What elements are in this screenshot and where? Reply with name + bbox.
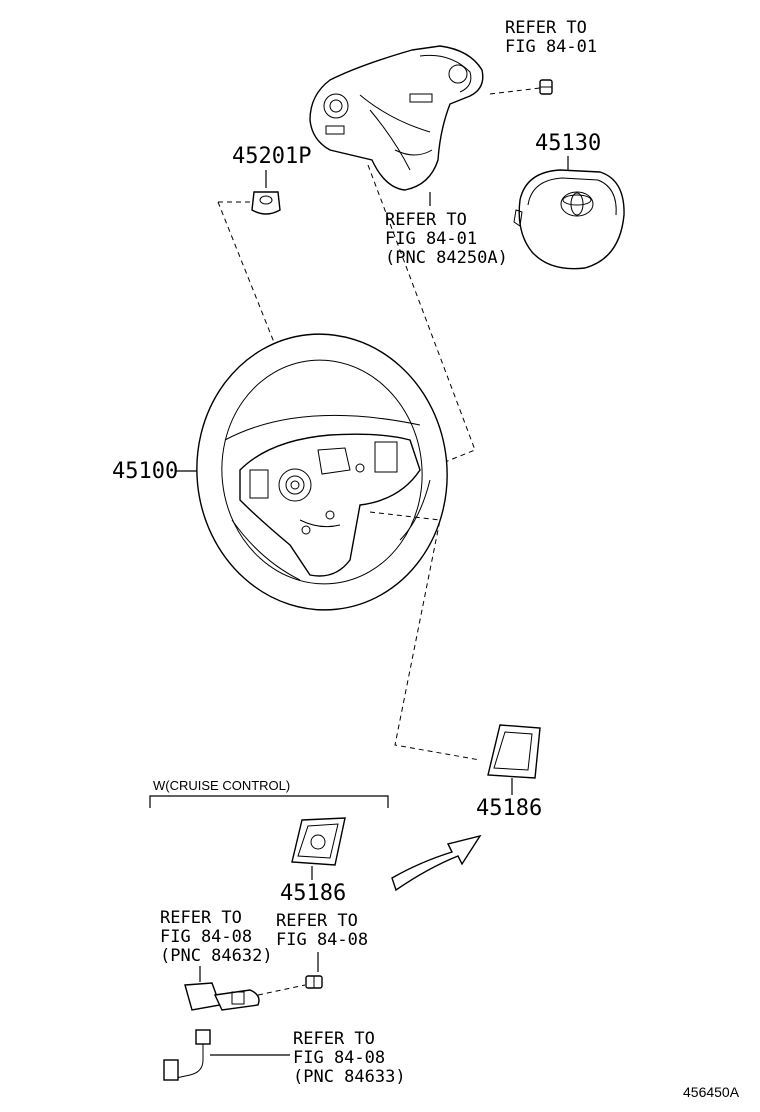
refer-cruise-left-line2: FIG 84-08	[160, 927, 252, 947]
cruise-cover-45186-illustration	[291, 817, 346, 866]
part-number-45100: 45100	[112, 459, 178, 484]
refer-top-right-line1: REFER TO	[505, 18, 587, 38]
arrow-icon	[391, 834, 482, 892]
lower-cover-45186-illustration	[487, 724, 541, 779]
refer-cable-line2: FIG 84-08	[293, 1048, 385, 1068]
screw-cruise-illustration	[305, 975, 323, 989]
horn-pad-airbag-illustration	[513, 169, 625, 270]
cruise-control-group-label: W(CRUISE CONTROL)	[153, 778, 290, 793]
refer-cruise-left-line1: REFER TO	[160, 908, 242, 928]
part-number-45201p: 45201P	[232, 144, 311, 169]
refer-cable-line3: (PNC 84633)	[293, 1067, 406, 1087]
part-number-45130: 45130	[535, 131, 601, 156]
refer-switch-cover-line3: (PNC 84250A)	[385, 248, 508, 268]
nut-45201p-illustration	[251, 191, 281, 215]
refer-switch-cover-line2: FIG 84-01	[385, 229, 477, 249]
refer-cable-line1: REFER TO	[293, 1029, 375, 1049]
part-number-45186-main: 45186	[476, 796, 542, 821]
refer-cruise-right-line2: FIG 84-08	[276, 930, 368, 950]
diagram-code: 456450A	[683, 1084, 740, 1100]
spiral-cable-illustration	[163, 1029, 211, 1081]
screw-top-illustration	[539, 79, 553, 95]
steering-wheel-illustration	[196, 333, 448, 611]
refer-cruise-right-line1: REFER TO	[276, 911, 358, 931]
part-number-45186-cruise: 45186	[280, 881, 346, 906]
cruise-switch-illustration	[184, 982, 260, 1011]
refer-cruise-left-line3: (PNC 84632)	[160, 946, 273, 966]
refer-switch-cover-line1: REFER TO	[385, 210, 467, 230]
steering-switch-cover-illustration	[309, 45, 484, 191]
refer-top-right-line2: FIG 84-01	[505, 37, 597, 57]
